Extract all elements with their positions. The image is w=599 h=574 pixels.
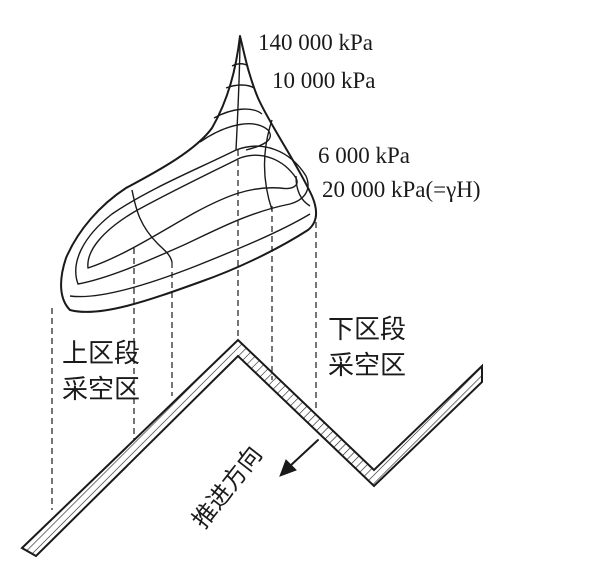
working-face-strip <box>20 338 483 558</box>
contour-high <box>199 123 271 151</box>
rib-right <box>263 119 273 211</box>
label-lower-zone-line2: 采空区 <box>328 351 406 381</box>
label-advance-direction: 推进方向 <box>187 441 268 534</box>
pressure-surface <box>60 35 318 313</box>
label-upper-zone-line2: 采空区 <box>62 375 140 405</box>
label-base-pressure: 20 000 kPa(=γH) <box>322 177 481 202</box>
label-peak-pressure: 140 000 kPa <box>258 30 373 55</box>
contour-lower-ring <box>75 145 309 285</box>
label-lower-zone-line1: 下区段 <box>328 315 406 345</box>
surface-outline <box>60 35 318 313</box>
contour-mid <box>87 154 298 269</box>
label-upper-zone-line1: 上区段 <box>62 339 140 369</box>
label-high-pressure: 10 000 kPa <box>272 68 376 93</box>
peak-meridian <box>235 35 241 151</box>
rib-left <box>131 189 173 263</box>
contour-peak-2 <box>231 63 249 67</box>
label-mid-pressure: 6 000 kPa <box>318 143 410 168</box>
contour-peak-1 <box>225 84 255 89</box>
rib-right-2 <box>295 175 311 207</box>
strip-band <box>20 338 483 558</box>
contour-base <box>69 213 311 298</box>
contour-high-2 <box>213 108 263 119</box>
projection-lines <box>51 150 317 510</box>
advance-arrow <box>279 439 319 477</box>
arrowhead-icon <box>279 459 297 477</box>
